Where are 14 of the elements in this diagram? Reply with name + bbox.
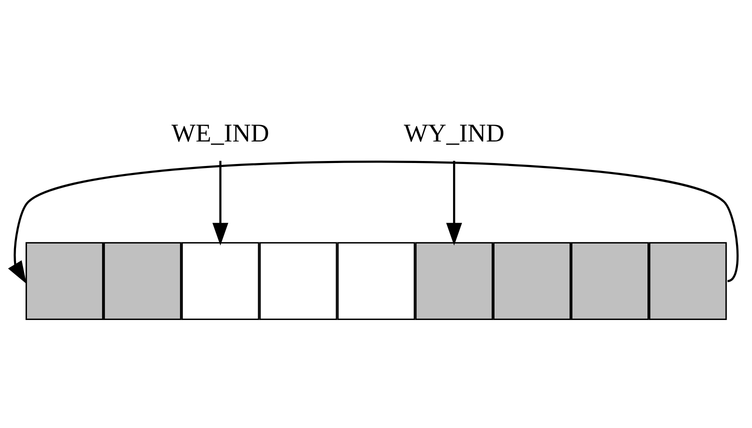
node-box [337,242,416,320]
node-text: WY_IND [404,118,504,147]
arrow [8,160,739,284]
node-box [259,242,338,320]
node-box [493,242,571,320]
arrow [446,160,462,246]
node-box [181,242,260,320]
node-box [415,242,494,320]
node-box [26,242,104,320]
node-box [104,242,182,320]
node-box [648,242,727,320]
arrow [212,160,228,246]
node-box [571,242,649,320]
node-text: WE_IND [172,118,270,147]
